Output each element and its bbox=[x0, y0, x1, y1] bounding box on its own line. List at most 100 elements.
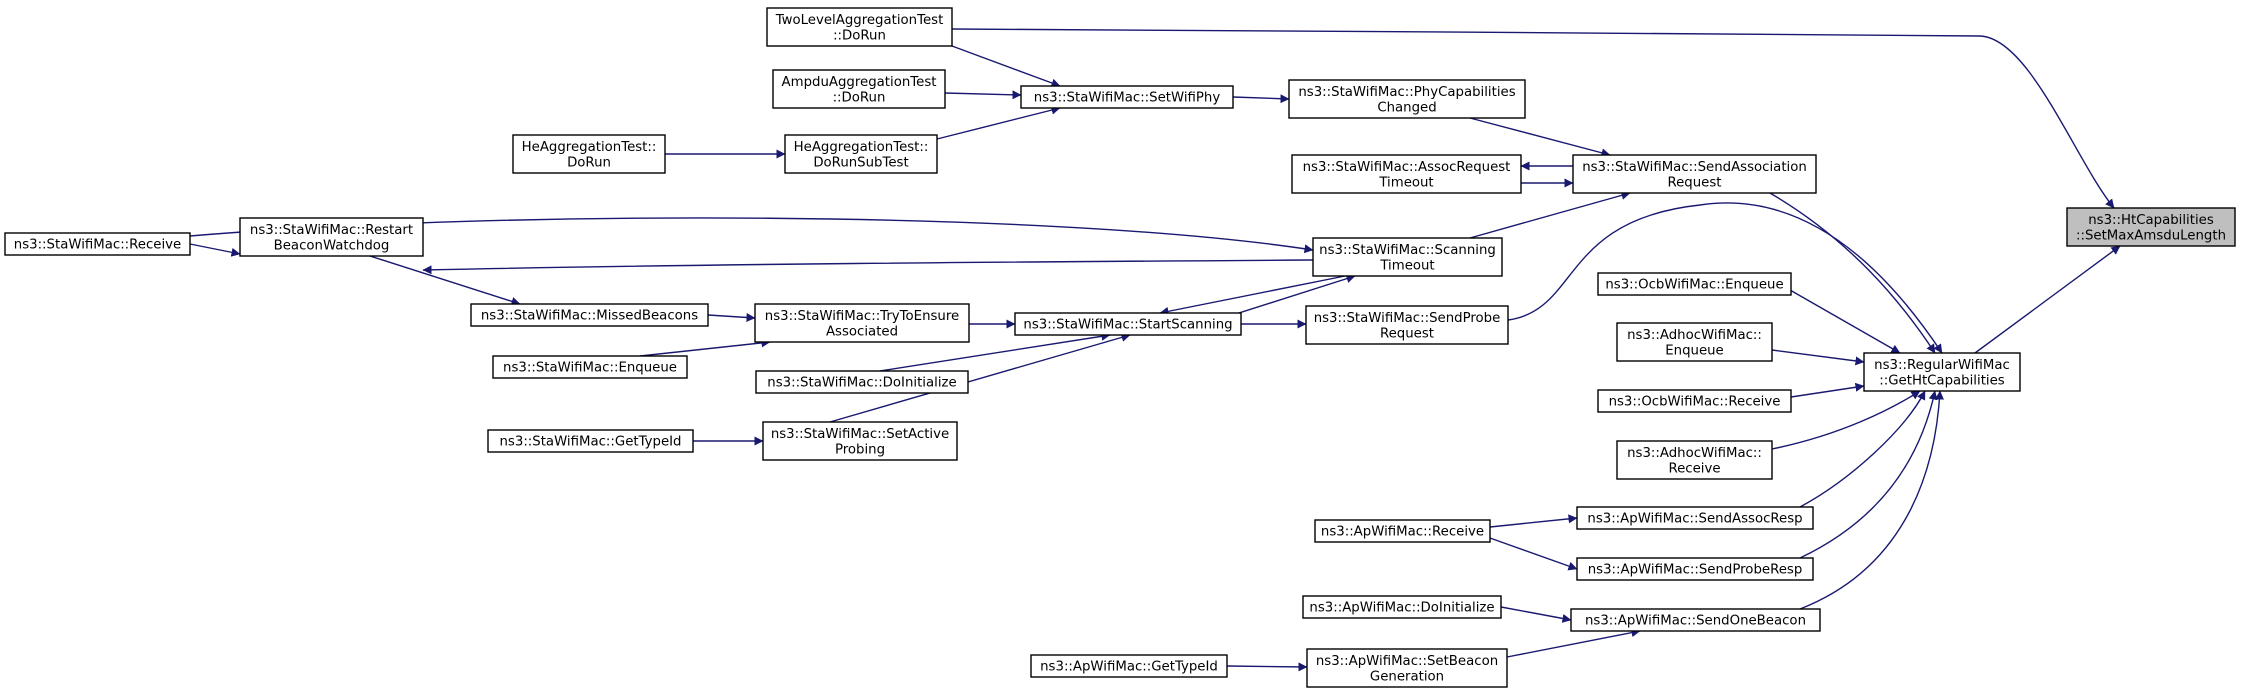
node-box bbox=[1302, 595, 1502, 619]
node-twolevel[interactable]: TwoLevelAggregationTest::DoRun bbox=[766, 7, 953, 47]
node-label-line: ns3::StaWifiMac::SetWifiPhy bbox=[1034, 91, 1221, 106]
node-box bbox=[1616, 440, 1773, 480]
node-box bbox=[1314, 519, 1491, 543]
edge-restart-to-missed bbox=[369, 255, 521, 306]
node-label-line: Request bbox=[1667, 175, 1721, 190]
edge-adhocreceive-to-regular bbox=[1771, 390, 1921, 450]
node-label-line: ns3::StaWifiMac::AssocRequest bbox=[1303, 160, 1511, 175]
node-box bbox=[1570, 608, 1821, 632]
node-label-line: ns3::StaWifiMac::Enqueue bbox=[503, 361, 677, 376]
node-label-line: Timeout bbox=[1378, 175, 1433, 190]
edge-staenqueue-to-trytoensure bbox=[639, 338, 771, 357]
edge-setwifiphy-to-phycap bbox=[1232, 94, 1290, 104]
node-staenqueue[interactable]: ns3::StaWifiMac::Enqueue bbox=[492, 355, 688, 379]
edge-regular-to-target bbox=[1974, 245, 2121, 354]
edge-sendassocresp-to-regular bbox=[1799, 390, 1926, 508]
edge-phycap-to-sendassoc bbox=[1469, 117, 1611, 158]
nodes-layer: ns3::HtCapabilities::SetMaxAmsduLength Tw… bbox=[4, 7, 2236, 688]
node-label-line: ns3::StaWifiMac::SetActive bbox=[771, 427, 949, 442]
node-label-line: ns3::ApWifiMac::SetBeacon bbox=[1316, 654, 1498, 669]
node-adhocenqueue[interactable]: ns3::AdhocWifiMac::Enqueue bbox=[1616, 322, 1773, 362]
node-apreceive[interactable]: ns3::ApWifiMac::Receive bbox=[1314, 519, 1491, 543]
node-heagg[interactable]: HeAggregationTest::DoRun bbox=[512, 134, 666, 174]
node-label-line: Request bbox=[1380, 326, 1434, 341]
node-label-line: ns3::RegularWifiMac bbox=[1874, 358, 2010, 373]
node-stadoinit[interactable]: ns3::StaWifiMac::DoInitialize bbox=[755, 370, 969, 394]
node-apdoinit[interactable]: ns3::ApWifiMac::DoInitialize bbox=[1302, 595, 1502, 619]
node-sendassocresp[interactable]: ns3::ApWifiMac::SendAssocResp bbox=[1576, 506, 1814, 530]
node-box bbox=[470, 303, 709, 327]
node-label-line: ::SetMaxAmsduLength bbox=[2076, 228, 2226, 243]
node-box bbox=[766, 7, 953, 47]
edge-sendprobe-to-regular bbox=[1507, 202, 1943, 354]
node-label-line: ns3::ApWifiMac::SendOneBeacon bbox=[1585, 614, 1806, 629]
node-label-line: HeAggregationTest:: bbox=[522, 140, 657, 155]
node-label-line: ns3::ApWifiMac::SendProbeResp bbox=[1588, 563, 1803, 578]
node-label-line: TwoLevelAggregationTest bbox=[775, 13, 944, 28]
node-label-line: ns3::HtCapabilities bbox=[2088, 213, 2214, 228]
node-label-line: ns3::StaWifiMac::GetTypeId bbox=[500, 435, 682, 450]
node-label-line: ::DoRun bbox=[833, 28, 886, 43]
edge-ampdu-to-setwifiphy bbox=[944, 90, 1022, 100]
node-label-line: ns3::ApWifiMac::DoInitialize bbox=[1309, 601, 1494, 616]
edge-sendbeacon-to-regular bbox=[1799, 390, 1945, 610]
edge-apreceive-to-sendproberesp bbox=[1489, 537, 1578, 571]
node-ocbreceive[interactable]: ns3::OcbWifiMac::Receive bbox=[1597, 389, 1792, 413]
node-stareceive[interactable]: ns3::StaWifiMac::Receive bbox=[4, 232, 191, 256]
node-label-line: Probing bbox=[835, 442, 885, 457]
node-label-line: Changed bbox=[1377, 100, 1436, 115]
node-label-line: ns3::StaWifiMac::PhyCapabilities bbox=[1298, 85, 1515, 100]
node-adhocreceive[interactable]: ns3::AdhocWifiMac::Receive bbox=[1616, 440, 1773, 480]
node-startscan[interactable]: ns3::StaWifiMac::StartScanning bbox=[1014, 312, 1242, 336]
node-box bbox=[1030, 654, 1228, 678]
node-label-line: DoRun bbox=[567, 155, 611, 170]
node-label-line: ns3::ApWifiMac::GetTypeId bbox=[1040, 660, 1218, 675]
edge-twolevel-to-setwifiphy bbox=[951, 45, 1061, 88]
node-label-line: DoRunSubTest bbox=[813, 155, 908, 170]
node-heaggsub[interactable]: HeAggregationTest::DoRunSubTest bbox=[784, 134, 938, 174]
node-sendbeacon[interactable]: ns3::ApWifiMac::SendOneBeacon bbox=[1570, 608, 1821, 632]
edge-scantimeout-to-restart bbox=[422, 259, 1314, 275]
node-ocbenqueue[interactable]: ns3::OcbWifiMac::Enqueue bbox=[1597, 272, 1792, 296]
node-box bbox=[1312, 237, 1503, 277]
node-box bbox=[4, 232, 191, 256]
edge-sendassoc-to-regular bbox=[1769, 192, 1936, 354]
node-setwifiphy[interactable]: ns3::StaWifiMac::SetWifiPhy bbox=[1020, 85, 1234, 109]
node-box bbox=[762, 421, 958, 461]
node-box bbox=[1576, 557, 1814, 581]
edge-missed-to-trytoensure bbox=[707, 312, 756, 322]
edge-sendproberesp-to-regular bbox=[1799, 390, 1938, 559]
edge-twolevel-to-target bbox=[951, 28, 2115, 209]
node-label-line: BeaconWatchdog bbox=[274, 238, 390, 253]
node-box bbox=[772, 69, 946, 109]
node-label-line: AmpduAggregationTest bbox=[782, 75, 937, 90]
node-missed[interactable]: ns3::StaWifiMac::MissedBeacons bbox=[470, 303, 709, 327]
edge-stareceive-to-restart bbox=[189, 243, 241, 257]
node-ampdu[interactable]: AmpduAggregationTest::DoRun bbox=[772, 69, 946, 109]
node-box bbox=[1014, 312, 1242, 336]
edge-heaggsub-to-setwifiphy bbox=[936, 105, 1061, 140]
node-box bbox=[1597, 389, 1792, 413]
edge-apgettype-to-setbeacongen bbox=[1226, 662, 1308, 672]
node-label-line: Timeout bbox=[1379, 258, 1434, 273]
node-label-line: ns3::StaWifiMac::TryToEnsure bbox=[765, 309, 959, 324]
node-box bbox=[755, 370, 969, 394]
node-regular[interactable]: ns3::RegularWifiMac::GetHtCapabilities bbox=[1863, 352, 2021, 392]
node-box bbox=[1863, 352, 2021, 392]
node-sendproberesp[interactable]: ns3::ApWifiMac::SendProbeResp bbox=[1576, 557, 1814, 581]
node-box bbox=[1616, 322, 1773, 362]
node-box bbox=[487, 429, 694, 453]
node-stagettype[interactable]: ns3::StaWifiMac::GetTypeId bbox=[487, 429, 694, 453]
node-apgettype[interactable]: ns3::ApWifiMac::GetTypeId bbox=[1030, 654, 1228, 678]
node-box bbox=[2066, 207, 2236, 247]
